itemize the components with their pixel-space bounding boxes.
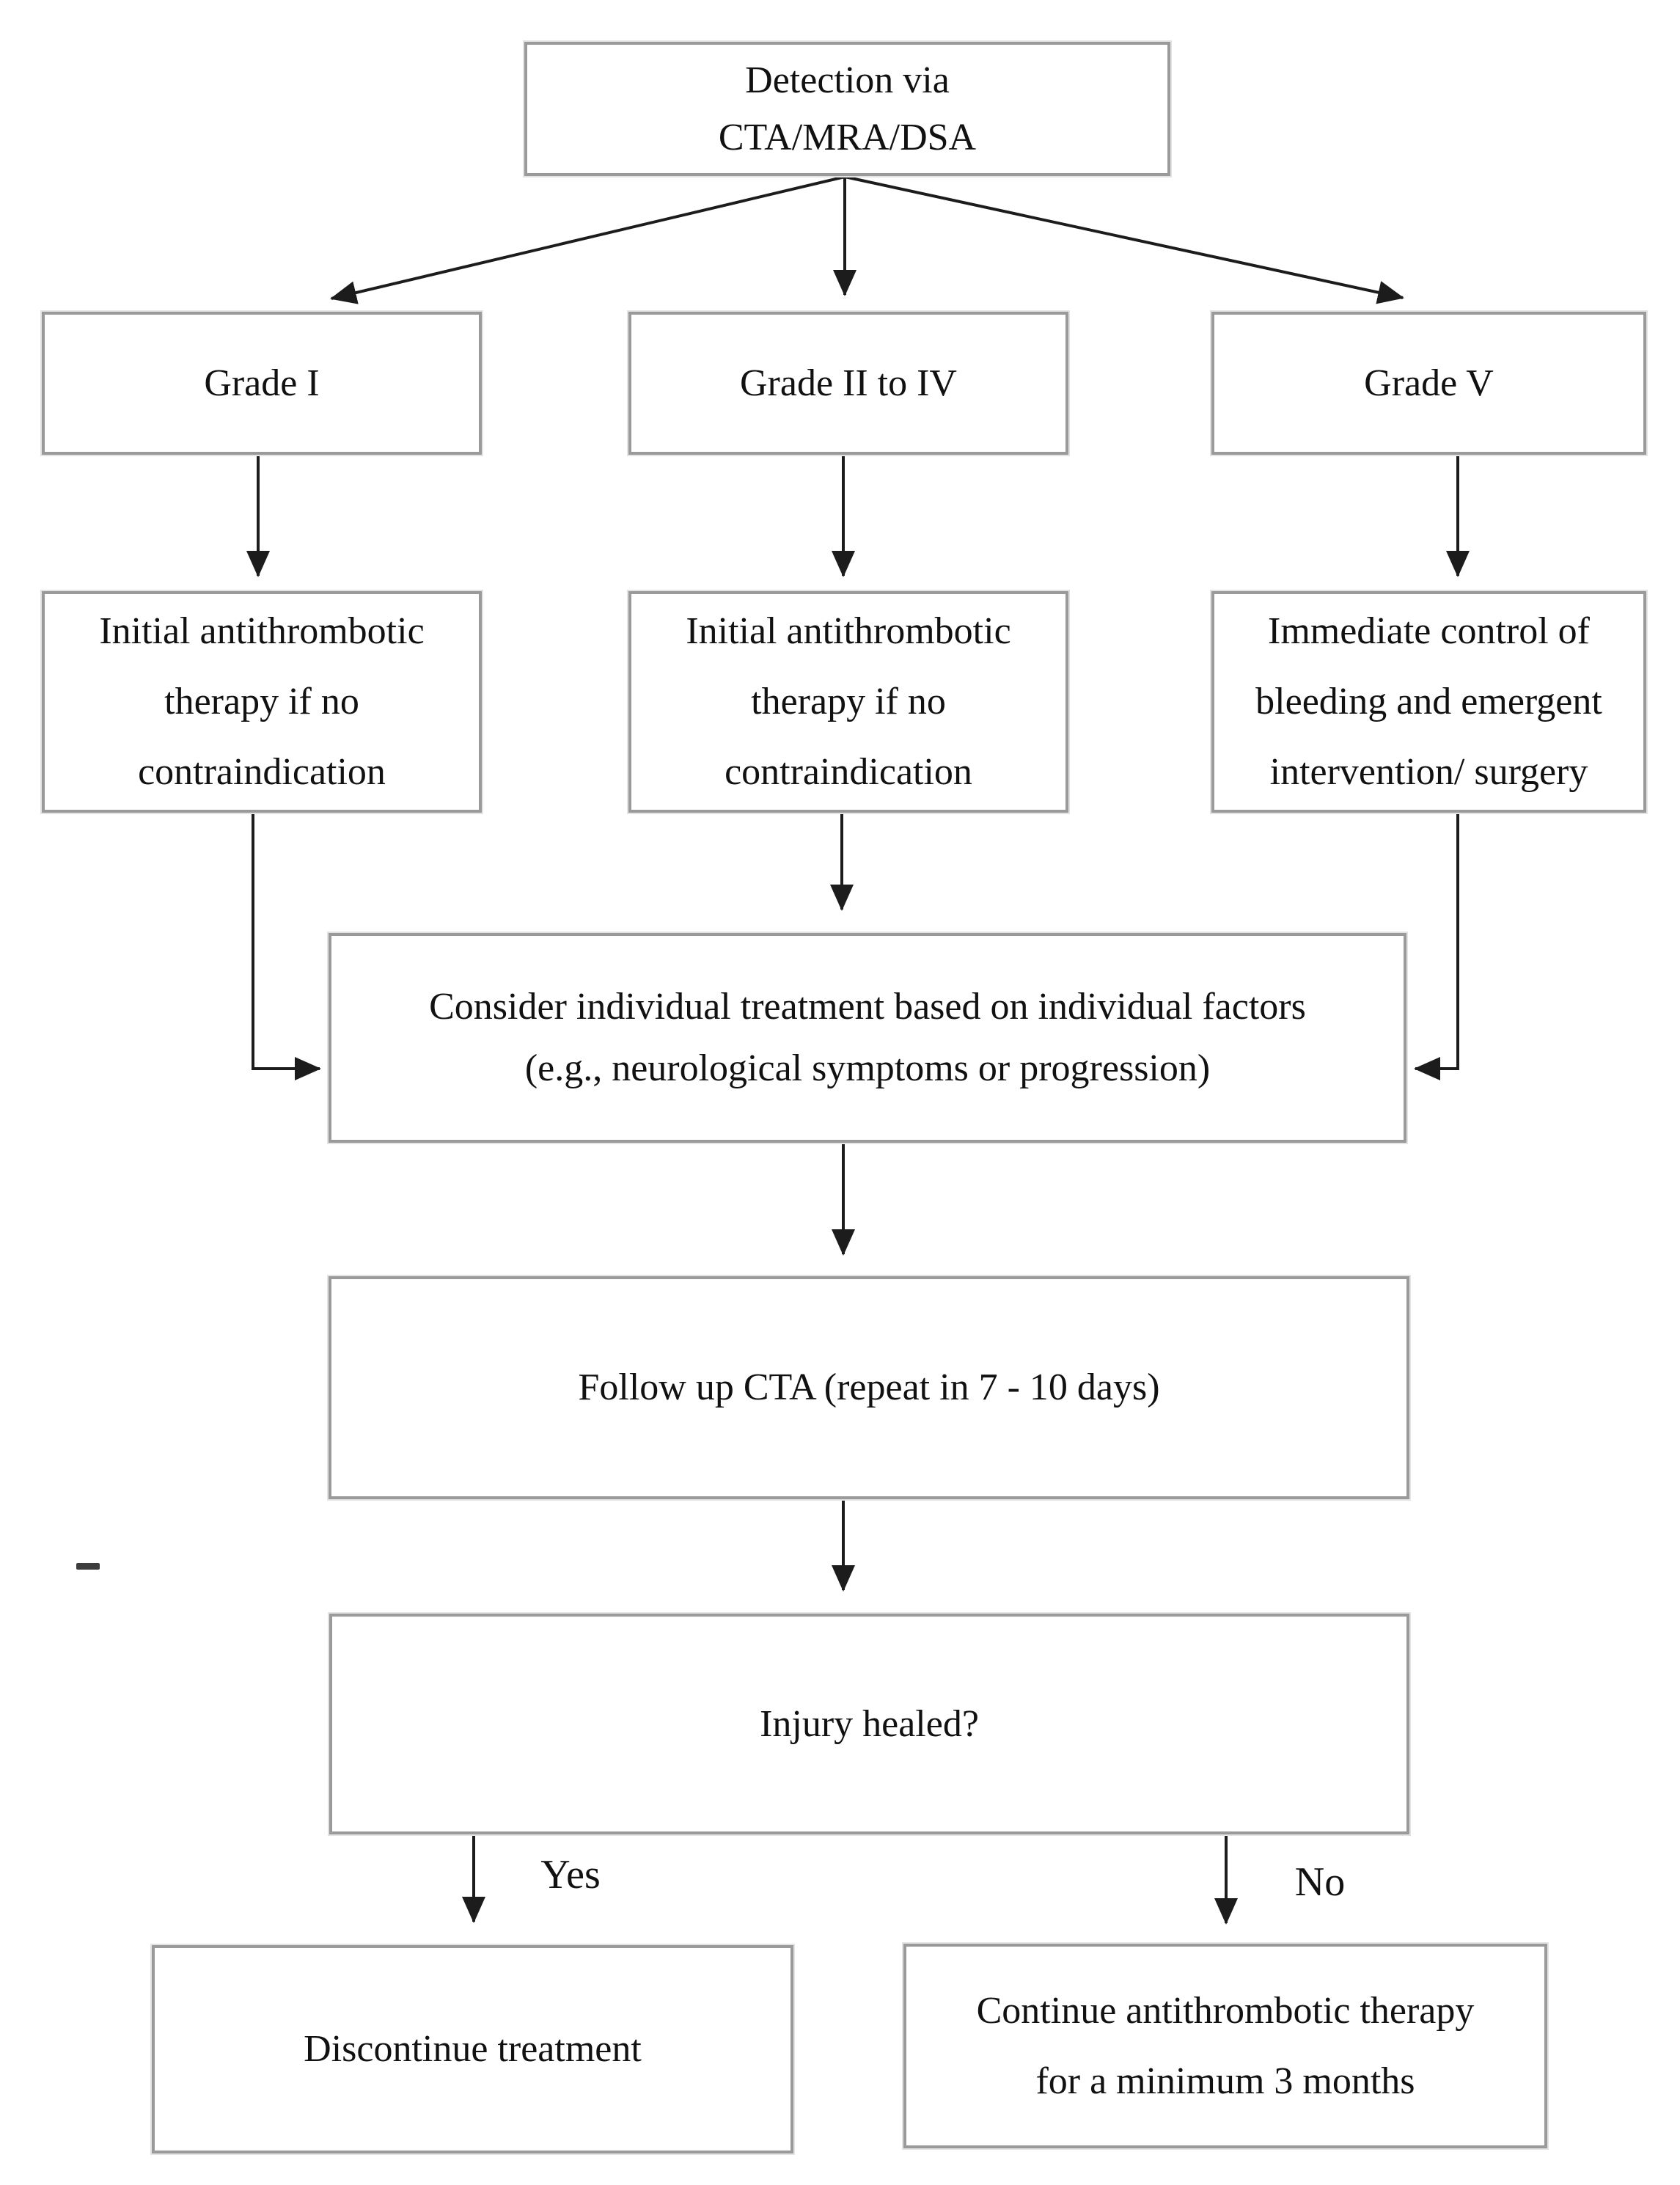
node-consider-line1: Consider individual treatment based on i…: [429, 986, 1306, 1028]
node-therapy-grade-1-line1: Initial antithrombotic: [99, 610, 425, 652]
node-therapy-grade-2-to-4-line3: contraindication: [725, 751, 972, 793]
node-continue-therapy-line2: for a minimum 3 months: [1035, 2060, 1415, 2102]
node-injury-healed: Injury healed?: [329, 1614, 1409, 1834]
arrow-therapy5-to-consider: [1414, 814, 1459, 1080]
node-detection-line2: CTA/MRA/DSA: [718, 116, 977, 158]
node-therapy-grade-2-to-4: Initial antithrombotic therapy if no con…: [628, 591, 1068, 813]
node-therapy-grade-5: Immediate control of bleeding and emerge…: [1211, 591, 1646, 813]
node-therapy-grade-1: Initial antithrombotic therapy if no con…: [42, 591, 482, 813]
arrow-therapy1-to-consider: [252, 814, 321, 1080]
stray-dash-mark: [76, 1563, 100, 1570]
node-therapy-grade-2-to-4-line1: Initial antithrombotic: [686, 610, 1011, 652]
node-grade-2-to-4-label: Grade II to IV: [740, 362, 957, 404]
node-consider-line2: (e.g., neurological symptoms or progress…: [524, 1047, 1211, 1089]
edge-label-no: No: [1294, 1859, 1346, 1905]
node-detection-line1: Detection via: [745, 59, 950, 101]
node-continue-therapy-line1: Continue antithrombotic therapy: [976, 1989, 1475, 2032]
node-therapy-grade-2-to-4-line2: therapy if no: [751, 681, 946, 722]
node-discontinue-treatment: Discontinue treatment: [152, 1945, 793, 2153]
node-grade-5: Grade V: [1211, 312, 1646, 455]
node-grade-5-label: Grade V: [1364, 362, 1494, 404]
node-grade-1-label: Grade I: [204, 362, 320, 404]
node-follow-up-cta-label: Follow up CTA (repeat in 7 - 10 days): [578, 1366, 1160, 1408]
node-discontinue-treatment-label: Discontinue treatment: [304, 2028, 642, 2070]
node-therapy-grade-1-line3: contraindication: [138, 751, 386, 793]
node-detection: Detection via CTA/MRA/DSA: [524, 42, 1170, 176]
node-consider-individual-treatment: Consider individual treatment based on i…: [329, 933, 1406, 1143]
arrow-detection-to-grade1: [330, 175, 845, 304]
edge-label-yes: Yes: [540, 1852, 601, 1897]
node-therapy-grade-5-line2: bleeding and emergent: [1255, 681, 1602, 722]
node-follow-up-cta: Follow up CTA (repeat in 7 - 10 days): [329, 1276, 1409, 1499]
node-therapy-grade-1-line2: therapy if no: [164, 681, 359, 722]
node-grade-1: Grade I: [42, 312, 482, 455]
node-therapy-grade-5-line3: intervention/ surgery: [1269, 751, 1588, 793]
arrow-detection-to-grade5: [844, 175, 1404, 304]
node-grade-2-to-4: Grade II to IV: [628, 312, 1068, 455]
node-continue-therapy: Continue antithrombotic therapy for a mi…: [903, 1944, 1547, 2148]
node-injury-healed-label: Injury healed?: [760, 1702, 979, 1745]
node-therapy-grade-5-line1: Immediate control of: [1268, 610, 1590, 652]
